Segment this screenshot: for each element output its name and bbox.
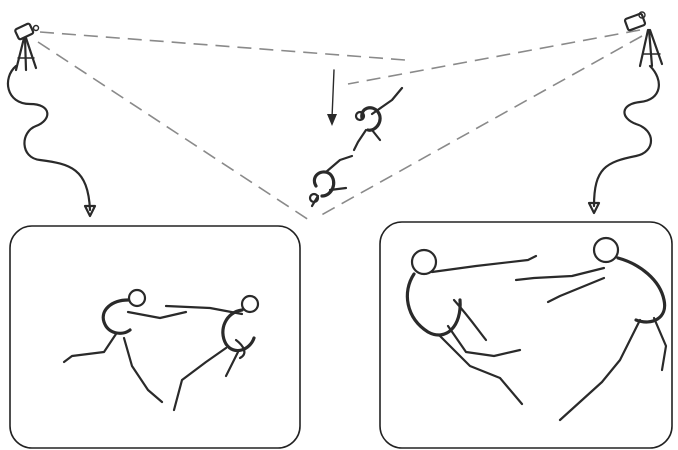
- screen-right: [380, 222, 672, 448]
- sightlines: [38, 30, 642, 222]
- overhead-arrow: [332, 70, 334, 118]
- cable-left: [8, 66, 90, 210]
- overhead-arrowhead: [327, 114, 337, 126]
- players-small-icon: [310, 88, 402, 206]
- camera-left-icon: [15, 23, 39, 70]
- screen-left: [10, 226, 300, 448]
- sightline-right-top: [348, 30, 640, 84]
- sightline-right-bottom: [316, 36, 642, 218]
- cable-right: [594, 66, 659, 206]
- sightline-left-top: [40, 32, 405, 60]
- sightline-left-bottom: [38, 42, 312, 222]
- camera-right-icon: [624, 12, 662, 66]
